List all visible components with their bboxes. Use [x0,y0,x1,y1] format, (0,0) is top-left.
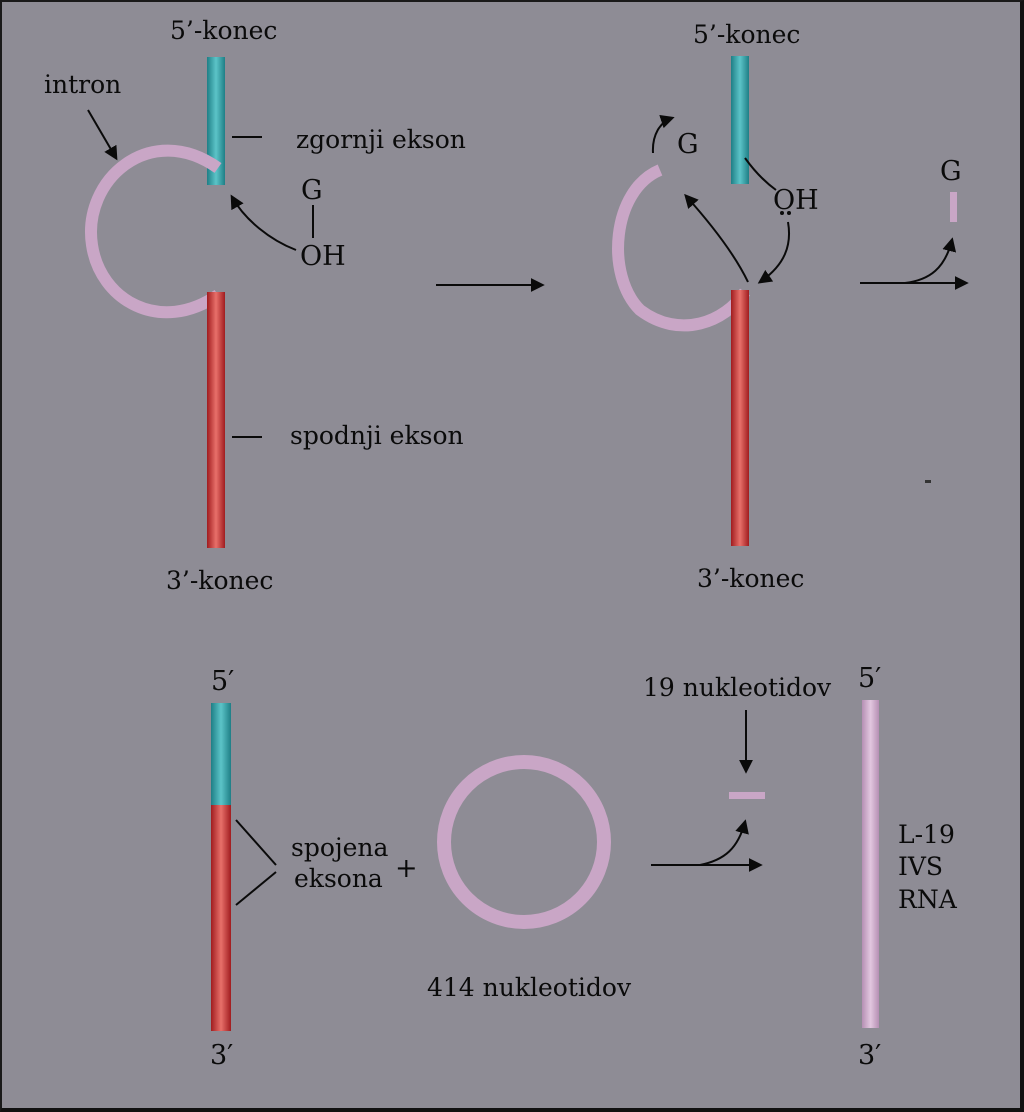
lower-exon-strand-2 [731,290,749,546]
panel-1-precursor [85,57,314,548]
p1-g-label: G [301,175,323,206]
spliced-lower-exon [211,805,231,1031]
p1-five-prime-label: 5’-konec [170,16,278,45]
stray-mark [925,480,931,483]
lone-pair-dot [787,211,791,215]
g-flip-arrow [651,114,675,154]
spliced-exons-label-line1: spojena [291,833,389,862]
plus-sign: + [395,853,418,884]
lower-exon-strand [207,292,225,548]
intron-loop [85,144,222,319]
intron-pointer-arrow [87,109,118,161]
spliced-upper-exon [211,703,231,807]
fragment-size-label: 19 nukleotidov [643,673,832,702]
nucleophile-arrow [757,221,790,284]
bond-break-arrow [684,193,749,283]
lone-pair-dot [780,211,784,215]
intron-label: intron [44,70,122,99]
linear-rna-strand [862,700,879,1028]
p2-five-prime-label: 5’-konec [693,20,801,49]
rna-name-line2: IVS [898,852,944,881]
panel-3-products [211,700,879,1031]
p2-g-label: G [677,129,699,160]
circle-size-label: 414 nukleotidov [427,973,632,1002]
lower-exon-label: spodnji ekson [290,421,464,450]
p1-three-prime-label: 3’-konec [166,566,274,595]
panel-2-intermediate [612,56,791,546]
upper-exon-strand [207,57,225,185]
release-branch-arrow-3 [699,819,749,866]
rna-name-line1: L-19 [898,820,955,849]
rna-name-line3: RNA [898,885,957,914]
attack-arrow-1 [230,194,297,251]
spliced-three-prime-label: 3′ [210,1040,234,1071]
intron-loop-2 [612,164,750,332]
released-g-fragment [950,192,957,222]
rna-five-prime-label: 5′ [858,663,882,694]
p2-oh-label: OH [773,185,819,216]
p1-oh-label: OH [300,241,346,272]
upper-exon-label: zgornji ekson [296,125,466,154]
upper-exon-strand-2 [731,56,749,184]
oh-bond [744,157,777,191]
spliced-five-prime-label: 5′ [211,666,235,697]
spliced-pointer-down [235,871,277,906]
circular-intron [437,755,611,929]
nucleotide-fragment [729,792,765,799]
spliced-exons-label-line2: eksona [294,864,383,893]
released-g-label: G [940,156,962,187]
spliced-pointer-up [235,819,277,866]
rna-three-prime-label: 3′ [858,1040,882,1071]
release-branch-arrow-2 [904,237,957,284]
p2-three-prime-label: 3’-konec [697,564,805,593]
